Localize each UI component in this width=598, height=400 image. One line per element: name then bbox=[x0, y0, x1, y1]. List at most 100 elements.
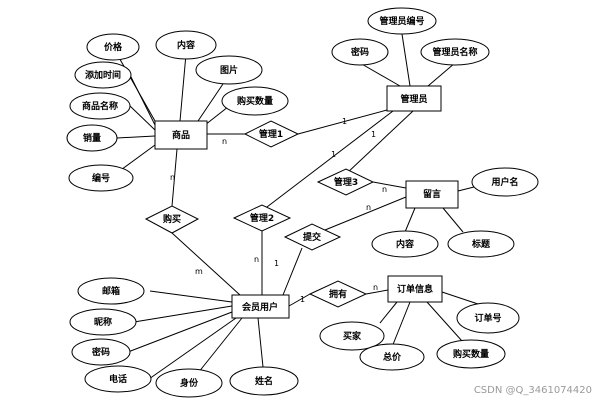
attr-admin-id bbox=[367, 7, 437, 35]
attr-product-content bbox=[155, 30, 217, 60]
edge-product-name bbox=[129, 105, 156, 131]
attr-admin-password-label: 密码 bbox=[350, 46, 369, 58]
attr-order-quantity-label: 购买数量 bbox=[453, 348, 489, 360]
edge-order-buyer bbox=[379, 301, 398, 324]
edge-order-quantity bbox=[426, 301, 463, 342]
attr-member-email bbox=[77, 277, 145, 305]
edge-member-nickname bbox=[133, 305, 233, 323]
attr-product-image bbox=[195, 55, 263, 85]
attr-product-added-time-label: 添加时间 bbox=[85, 69, 121, 81]
edge-admin-manage2 bbox=[262, 110, 394, 211]
attr-member-phone-label: 电话 bbox=[109, 373, 127, 385]
entity-product bbox=[154, 120, 208, 150]
attr-product-name bbox=[69, 92, 131, 120]
attr-admin-name-label: 管理员名称 bbox=[432, 46, 477, 58]
card-order-own: n bbox=[373, 283, 378, 292]
entity-admin bbox=[386, 85, 442, 112]
attr-admin-id-label: 管理员编号 bbox=[379, 15, 424, 27]
attr-product-added-time bbox=[74, 61, 132, 89]
attr-product-quantity bbox=[221, 86, 289, 116]
edge-own-order bbox=[365, 289, 389, 295]
edge-product-added-time bbox=[129, 74, 156, 126]
edge-submit-message bbox=[324, 196, 407, 231]
edge-admin-id bbox=[401, 33, 411, 87]
card-admin-manage1: 1 bbox=[342, 117, 347, 126]
attr-message-title bbox=[447, 230, 515, 258]
edge-product-content bbox=[179, 53, 187, 122]
attr-member-phone bbox=[84, 365, 152, 393]
card-member-own: 1 bbox=[300, 295, 305, 304]
attr-member-name-label: 姓名 bbox=[254, 375, 273, 387]
card-admin-manage2: 1 bbox=[331, 150, 336, 159]
edge-member-email bbox=[149, 290, 233, 303]
attr-member-email-label: 邮箱 bbox=[102, 285, 120, 297]
card-member-manage2: n bbox=[254, 255, 259, 264]
attr-product-name-label: 商品名称 bbox=[82, 100, 118, 112]
entity-order bbox=[387, 275, 443, 303]
relationship-nodes: 管理1 管理3 购买 管理2 提交 拥有 bbox=[144, 120, 375, 308]
attr-order-quantity bbox=[436, 339, 506, 369]
card-product-buy: n bbox=[170, 173, 175, 182]
attr-order-total-label: 总价 bbox=[383, 351, 402, 363]
entity-message bbox=[405, 180, 459, 209]
attr-product-id-label: 编号 bbox=[92, 172, 110, 184]
rel-own-label: 拥有 bbox=[329, 288, 347, 300]
attr-message-title-label: 标题 bbox=[471, 238, 491, 250]
edge-order-no bbox=[441, 291, 479, 305]
edge-manage1-admin bbox=[297, 109, 388, 135]
rel-manage2-label: 管理2 bbox=[250, 212, 274, 224]
attr-order-buyer bbox=[319, 321, 385, 351]
rel-submit bbox=[283, 223, 342, 251]
card-member-buy: m bbox=[195, 267, 203, 276]
edge-member-identity bbox=[197, 317, 243, 374]
card-message-submit: n bbox=[366, 203, 371, 212]
entity-nodes: 商品 管理员 留言 会员用户 订单信息 bbox=[154, 85, 459, 319]
edge-manage3-message bbox=[372, 181, 407, 189]
card-member-submit: 1 bbox=[274, 259, 279, 268]
entity-member-label: 会员用户 bbox=[242, 301, 278, 313]
rel-manage3 bbox=[316, 168, 375, 196]
attr-product-image-label: 图片 bbox=[220, 64, 238, 76]
rel-manage3-label: 管理3 bbox=[334, 176, 358, 188]
edge-message-title bbox=[442, 207, 464, 233]
attr-order-buyer-label: 买家 bbox=[343, 330, 362, 342]
attr-product-sales bbox=[66, 124, 118, 152]
edge-member-submit bbox=[282, 247, 303, 296]
edge-message-content bbox=[404, 207, 416, 233]
attr-message-user bbox=[471, 167, 539, 197]
attr-order-total bbox=[359, 343, 425, 371]
edge-member-password bbox=[127, 311, 233, 353]
attr-product-sales-label: 销量 bbox=[83, 132, 101, 144]
rel-manage2 bbox=[232, 204, 292, 232]
rel-submit-label: 提交 bbox=[303, 231, 321, 243]
entity-member bbox=[231, 294, 290, 319]
attr-product-price bbox=[86, 33, 140, 61]
edge-member-phone bbox=[148, 317, 237, 380]
attr-message-content-label: 内容 bbox=[396, 238, 414, 250]
entity-product-label: 商品 bbox=[172, 129, 190, 141]
attr-member-nickname bbox=[69, 308, 137, 336]
entity-admin-label: 管理员 bbox=[400, 93, 427, 105]
entity-message-label: 留言 bbox=[423, 188, 441, 200]
attr-message-content bbox=[371, 230, 439, 258]
edge-member-name bbox=[257, 317, 264, 368]
edge-admin-manage3 bbox=[345, 110, 414, 175]
rel-manage1-label: 管理1 bbox=[259, 128, 283, 140]
attr-product-price-label: 价格 bbox=[104, 41, 123, 53]
rel-own bbox=[308, 280, 368, 308]
edge-product-buy bbox=[171, 148, 178, 207]
rel-buy-label: 购买 bbox=[163, 213, 181, 225]
attr-product-content-label: 内容 bbox=[177, 39, 195, 51]
rel-manage1 bbox=[243, 120, 300, 148]
edge-admin-name bbox=[427, 62, 456, 87]
attr-product-quantity-label: 购买数量 bbox=[237, 95, 273, 107]
edge-member-own bbox=[288, 293, 311, 307]
attr-member-identity bbox=[155, 368, 223, 398]
attr-member-nickname-label: 昵称 bbox=[94, 316, 112, 328]
attr-member-password bbox=[71, 338, 131, 366]
attr-order-no bbox=[456, 302, 520, 334]
cardinality-labels: n 1 1 1 n n n n m 1 1 n bbox=[170, 117, 387, 304]
attr-admin-password bbox=[331, 38, 389, 66]
card-admin-manage3: 1 bbox=[371, 130, 376, 139]
